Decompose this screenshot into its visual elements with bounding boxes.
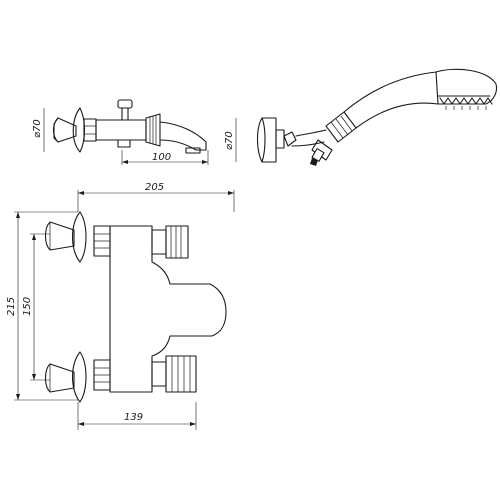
dim-depth-label: 139: [124, 412, 143, 423]
dim-total-height-label: 215: [6, 297, 17, 316]
dim-center-distance-label: 150: [22, 297, 33, 316]
dim-faucet-diameter-label: ⌀70: [32, 119, 43, 138]
dim-total-width: [77, 190, 235, 212]
shower-head: [291, 68, 498, 166]
faucet-front-view: [44, 211, 227, 403]
dim-total-width-label: 205: [145, 182, 164, 193]
dim-spout-length-label: 100: [152, 152, 171, 163]
dim-spout-length: [121, 150, 209, 165]
dim-center-distance: [30, 233, 50, 381]
dim-depth: [77, 402, 197, 430]
shower-holder: [256, 117, 297, 163]
dim-holder-diameter-label: ⌀70: [224, 131, 235, 150]
dim-total-height: [14, 211, 78, 401]
faucet-top-view: [52, 99, 207, 154]
